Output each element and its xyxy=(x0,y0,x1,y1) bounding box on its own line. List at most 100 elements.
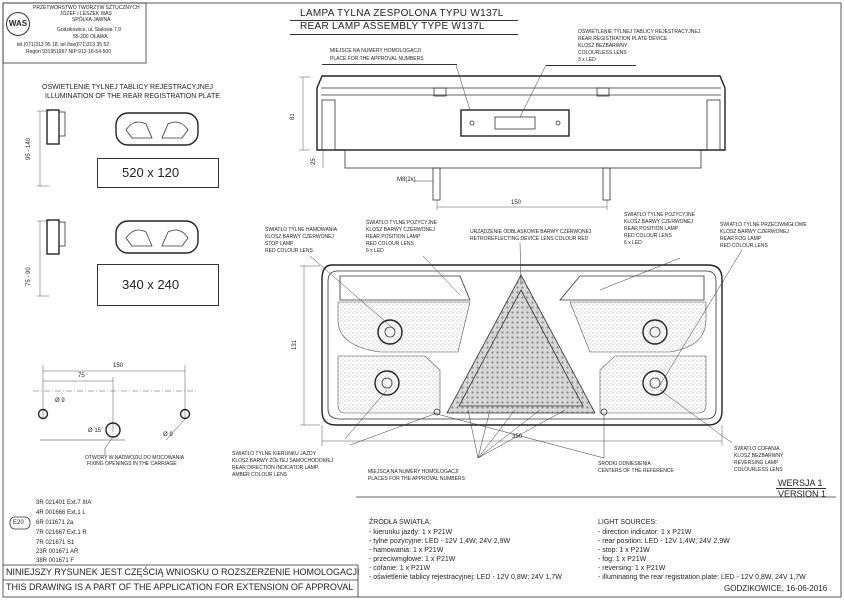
approval-code: 4R 001666 Ext.1 L xyxy=(36,510,86,516)
sources-pl-line: - oświetlenie tablicy rejestracyjnej: LE… xyxy=(369,574,562,581)
fog-label: ŚWIATŁO TYLNE PRZECIWMGŁOWE xyxy=(720,222,807,228)
mounting-holes-drawing xyxy=(33,365,198,456)
indicator-label: KLOSZ BARWY ŻÓŁTEJ SAMOCHODOWEJ xyxy=(232,458,334,464)
title-underline xyxy=(290,20,518,21)
plate-title-pl: OŚWIETLENIE TYLNEJ TABLICY REJESTRACYJNE… xyxy=(42,84,214,91)
position-left-label: REAR POSITION LAMP xyxy=(366,234,421,240)
homolog-bottom-label: PLACES FOR THE APPROVAL NUMBERS xyxy=(368,476,465,482)
position-right-label: RED COLOUR LENS xyxy=(624,233,672,239)
version-en: VERSION 1 xyxy=(778,489,827,499)
homolog-top-label: MIEJSCE NA NUMERY HOMOLOGACJI xyxy=(330,48,421,54)
plate-drawing-2 xyxy=(37,219,199,297)
approval-code: 38R 001671 F xyxy=(36,558,75,564)
approval-mark-frame xyxy=(9,516,31,530)
sources-en-title: LIGHT SOURCES: xyxy=(598,519,657,526)
plate-title-en: ILLUMINATION OF THE REAR REGISTRATION PL… xyxy=(45,93,220,100)
company-line: Regon 931951967 NIP 912-16-54-500 xyxy=(26,49,111,55)
approval-mark: E20 xyxy=(13,520,24,526)
dim-height-top: 81 xyxy=(290,113,296,120)
plate-device-underline xyxy=(546,65,636,66)
plate-size-1: 520 x 120 xyxy=(122,165,180,180)
holes-label: FIXING OPENINGS IN THE CARRIAGE xyxy=(87,461,177,467)
dim-height-front: 131 xyxy=(292,339,298,350)
dim-mount-75: 75 xyxy=(78,373,85,379)
sources-pl-line: - przeciwmgłowe: 1 x P21W xyxy=(369,556,456,563)
plate-device-label: KLOSZ BEZBARWNY xyxy=(578,43,628,49)
position-left-label: KLOSZ BARWY CZERWONEJ xyxy=(366,227,435,233)
indicator-label: REAR DIRECTION INDICATOR LAMP xyxy=(232,465,319,471)
dim-bolt-spacing: 150 xyxy=(511,200,522,206)
plate-device-label: OŚWIETLENIE TYLNEJ TABLICY REJESTRACYJNE… xyxy=(578,29,701,35)
sources-en-line: - illuminating the rear registration pla… xyxy=(598,574,806,581)
fog-label: KLOSZ BARWY CZERWONEJ xyxy=(720,229,789,235)
plate-size-box-1: 520 x 120 xyxy=(97,158,219,188)
footer-pl: NINIEJSZY RYSUNEK JEST CZĘŚCIĄ WNIOSKU O… xyxy=(6,567,360,577)
approval-code: 7R 021667 Ext.1 R xyxy=(36,530,87,536)
company-line: SPÓŁKA JAWNA xyxy=(72,17,111,23)
sources-en-line: - rear position: LED - 12V 1,4W; 24V 2,9… xyxy=(598,538,730,545)
indicator-label: AMBER COLOUR LENS xyxy=(232,472,288,478)
plate-size-box-2: 340 x 240 xyxy=(97,264,219,306)
plate-device-label: REAR REGISTRATION PLATE DEVICE xyxy=(578,36,668,42)
company-line: Godzikowice, ul. Stalowa 7,9 xyxy=(57,27,121,33)
footer-place-date: GODZIKOWICE, 16-06-2016 xyxy=(724,584,828,593)
homolog-top-label: PLACE FOR THE APPROVAL NUMBERS xyxy=(330,56,424,62)
position-left-label: ŚWIATŁO TYLNE POZYCYJNE xyxy=(366,220,437,226)
title-en: REAR LAMP ASSEMBLY TYPE W137L xyxy=(300,21,485,32)
reference-label: CENTERS OF THE REFERENCE xyxy=(598,468,674,474)
position-left-label: RED COLOUR LENS xyxy=(366,241,414,247)
position-left-label: 6 x LED xyxy=(366,248,384,254)
approval-code: 6R 011671 2a xyxy=(36,520,74,526)
title-underline xyxy=(290,34,518,35)
company-box xyxy=(2,2,147,64)
position-right-label: 6 x LED xyxy=(624,240,642,246)
sources-pl-line: - cofanie: 1 x P21W xyxy=(369,565,431,572)
stop-label: ŚWIATŁO TYLNE HAMOWANIA xyxy=(265,227,338,233)
holes-label: OTWORY W NADWOZIU DO MOCOWANIA xyxy=(85,455,185,461)
approval-code: 3R 021401 Ext.7 IIIA xyxy=(36,500,92,506)
fog-label: REAR FOG LAMP xyxy=(720,236,762,242)
company-line: tel.(071)313 95 18, tel./fax(071)313 35 … xyxy=(17,42,110,48)
stop-label: STOP LAMP xyxy=(265,241,294,247)
dim-hole-15: Ø 15 xyxy=(88,428,102,434)
dim-width-front: 350 xyxy=(512,434,523,440)
sources-en-line: - direction indicator: 1 x P21W xyxy=(598,529,692,536)
dim-hole-9a: Ø 9 xyxy=(55,398,65,404)
fog-label: RED COLOUR LENS xyxy=(720,243,768,249)
sources-en-line: - stop: 1 x P21W xyxy=(598,547,650,554)
plate-drawing-1 xyxy=(37,109,199,187)
top-view-lamp xyxy=(299,64,726,210)
sources-pl-line: - hamowania: 1 x P21W xyxy=(369,547,444,554)
front-view-lamp xyxy=(300,242,743,459)
sources-pl-line: - tylne pozycyjne: LED - 12V 1,4W; 24V 2… xyxy=(369,538,511,545)
position-right-label: REAR POSITION LAMP xyxy=(624,226,679,232)
homolog-bottom-label: MIEJSCA NA NUMERY HOMOLOGACJI xyxy=(368,469,459,475)
stop-label: KLOSZ BARWY CZERWONEJ xyxy=(265,234,334,240)
homolog-top-underline xyxy=(322,64,457,65)
version-underline xyxy=(776,488,826,489)
plate-dim-2: 75 - 90 xyxy=(26,267,32,286)
plate-dim-1: 95 - 140 xyxy=(26,137,32,160)
dim-bolt: M8(2x) xyxy=(397,177,416,183)
sources-en-line: - reversing: 1 x P21W xyxy=(598,565,666,572)
reflector-label: RETROREFLECTING DEVICE LENS COLOUR RED xyxy=(470,236,589,242)
reference-label: ŚRODKI ODNIESIENIA xyxy=(598,461,651,467)
approval-code: 23R 001671 AR xyxy=(36,549,79,555)
reversing-label: COLOURLESS LENS xyxy=(734,467,783,473)
plate-device-label: COLOURLESS LENS xyxy=(578,50,627,56)
footer-en: THIS DRAWING IS A PART OF THE APPLICATIO… xyxy=(6,582,354,592)
sources-en-line: - fog: 1 x P21W xyxy=(598,556,647,563)
approval-code: 7R 021671 S1 xyxy=(36,540,75,546)
plate-device-label: 3 x LED xyxy=(578,57,596,63)
dim-hole-9b: Ø 9 xyxy=(163,432,173,438)
reversing-label: REVERSING LAMP xyxy=(734,460,779,466)
company-logo: WAS xyxy=(6,12,30,36)
sources-pl-line: - kierunku jazdy: 1 x P21W xyxy=(369,529,453,536)
dim-height-side: 25 xyxy=(311,158,317,165)
plate-size-2: 340 x 240 xyxy=(122,277,180,292)
indicator-label: ŚWIATŁO TYLNE KIERUNKU JAZDY xyxy=(232,451,316,457)
stop-label: RED COLOUR LENS xyxy=(265,248,313,254)
sources-pl-title: ŹRÓDŁA ŚWIATŁA: xyxy=(369,519,432,526)
